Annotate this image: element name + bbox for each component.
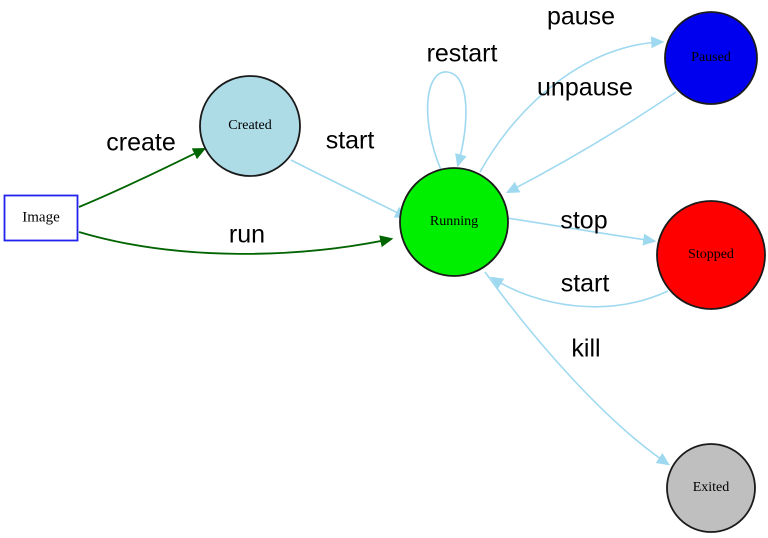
node-label-image: Image [22, 209, 60, 225]
node-label-created: Created [228, 118, 272, 133]
edge-pause[interactable] [479, 36, 665, 173]
edge-unpause[interactable] [505, 91, 677, 194]
node-image[interactable] [3, 194, 79, 242]
edge-label-start-stopped: start [561, 270, 610, 298]
edge-label-create: create [106, 129, 175, 157]
edge-label-stop: stop [560, 207, 607, 235]
edges-layer [78, 36, 677, 466]
edge-label-start-created: start [326, 127, 375, 155]
edge-label-run: run [229, 221, 265, 249]
edge-label-restart: restart [427, 40, 498, 68]
edge-start-stopped[interactable] [489, 276, 669, 308]
edge-run[interactable] [78, 231, 394, 255]
edge-label-pause: pause [547, 3, 615, 31]
node-labels-layer: Image Created Running Paused Stopped Exi… [22, 50, 734, 495]
edge-labels-layer: create run start restart pause unpause s… [106, 3, 633, 363]
node-label-stopped: Stopped [688, 247, 734, 262]
edge-create[interactable] [78, 147, 207, 208]
node-stopped[interactable] [656, 200, 766, 310]
edge-stop[interactable] [506, 217, 657, 246]
nodes-layer [3, 11, 766, 533]
edge-start-created[interactable] [290, 159, 409, 219]
edge-kill[interactable] [484, 271, 670, 466]
edge-label-kill: kill [571, 335, 600, 363]
edge-restart[interactable] [426, 71, 467, 171]
node-exited[interactable] [666, 443, 756, 533]
node-paused[interactable] [664, 11, 758, 105]
edge-label-unpause: unpause [537, 74, 633, 102]
node-label-paused: Paused [691, 50, 731, 65]
node-running[interactable] [399, 167, 509, 277]
node-created[interactable] [199, 75, 301, 177]
node-label-exited: Exited [693, 480, 730, 495]
node-label-running: Running [430, 214, 478, 229]
